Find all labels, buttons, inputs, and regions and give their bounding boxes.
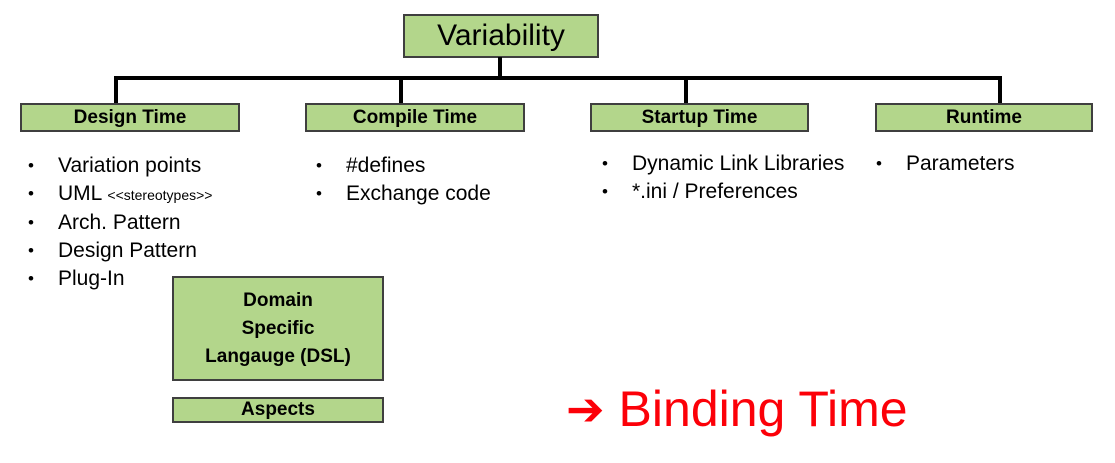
connector-drop-startup-time: [684, 76, 688, 104]
node-compile-time: Compile Time: [305, 103, 525, 132]
bullet-icon: •: [28, 184, 34, 203]
list-item: • *.ini / Preferences: [602, 178, 864, 206]
list-item: • Dynamic Link Libraries: [602, 150, 864, 178]
bullet-icon: •: [28, 156, 34, 175]
node-aspects-label: Aspects: [241, 399, 315, 420]
node-startup-time-label: Startup Time: [641, 106, 758, 128]
list-item-label: Dynamic Link Libraries: [632, 152, 845, 175]
bullet-icon: •: [602, 182, 608, 201]
node-domain-specific-language: Domain Specific Langauge (DSL): [172, 276, 384, 381]
list-item-label-main: UML: [58, 182, 108, 205]
node-variability: Variability: [403, 14, 599, 58]
connector-drop-design-time: [114, 76, 118, 104]
list-item-label: Parameters: [906, 152, 1015, 175]
list-item-label: *.ini / Preferences: [632, 180, 798, 203]
list-item: • #defines: [316, 152, 576, 180]
bullet-icon: •: [316, 156, 322, 175]
list-item-label: Plug-In: [58, 267, 125, 290]
bullet-icon: •: [602, 154, 608, 173]
connector-horizontal-bar: [114, 76, 1002, 80]
node-design-time-label: Design Time: [73, 106, 187, 128]
list-item: • Plug-In: [28, 265, 298, 293]
dsl-line-1: Domain: [243, 289, 313, 311]
list-item: • Variation points: [28, 152, 298, 180]
bullet-list-startup-time: • Dynamic Link Libraries • *.ini / Prefe…: [602, 150, 864, 206]
bullet-icon: •: [28, 213, 34, 232]
bullet-icon: •: [316, 184, 322, 203]
bullet-list-compile-time: • #defines • Exchange code: [316, 152, 576, 208]
list-item-label: #defines: [346, 154, 426, 177]
list-item-label-stereotype: <<stereotypes>>: [107, 187, 213, 203]
list-item-label: Variation points: [58, 154, 202, 177]
binding-time-label: Binding Time: [618, 381, 908, 437]
connector-drop-compile-time: [399, 76, 403, 104]
connector-root-stem: [498, 57, 502, 79]
node-runtime-label: Runtime: [946, 106, 1022, 128]
node-compile-time-label: Compile Time: [352, 106, 478, 128]
node-variability-label: Variability: [437, 19, 565, 52]
node-runtime: Runtime: [875, 103, 1093, 132]
bullet-icon: •: [876, 154, 882, 173]
bullet-icon: •: [28, 241, 34, 260]
list-item-label: Arch. Pattern: [58, 211, 181, 234]
list-item: • Design Pattern: [28, 237, 298, 265]
dsl-line-2: Specific: [241, 317, 315, 339]
list-item: • Parameters: [876, 150, 1106, 178]
list-item: • UML <<stereotypes>>: [28, 180, 298, 209]
node-aspects: Aspects: [172, 397, 384, 423]
list-item-label: Design Pattern: [58, 239, 197, 262]
list-item: • Arch. Pattern: [28, 209, 298, 237]
bullet-list-runtime: • Parameters: [876, 150, 1106, 178]
list-item-label: Exchange code: [346, 182, 491, 205]
connector-drop-runtime: [998, 76, 1002, 104]
list-item-label: UML <<stereotypes>>: [58, 180, 298, 209]
right-arrow-icon: ➔: [566, 383, 605, 435]
dsl-line-3: Langauge (DSL): [205, 345, 351, 367]
bullet-list-design-time: • Variation points • UML <<stereotypes>>…: [28, 152, 298, 293]
binding-time-callout: ➔ Binding Time: [566, 381, 908, 437]
node-design-time: Design Time: [20, 103, 240, 132]
bullet-icon: •: [28, 269, 34, 288]
node-startup-time: Startup Time: [590, 103, 809, 132]
list-item: • Exchange code: [316, 180, 576, 208]
